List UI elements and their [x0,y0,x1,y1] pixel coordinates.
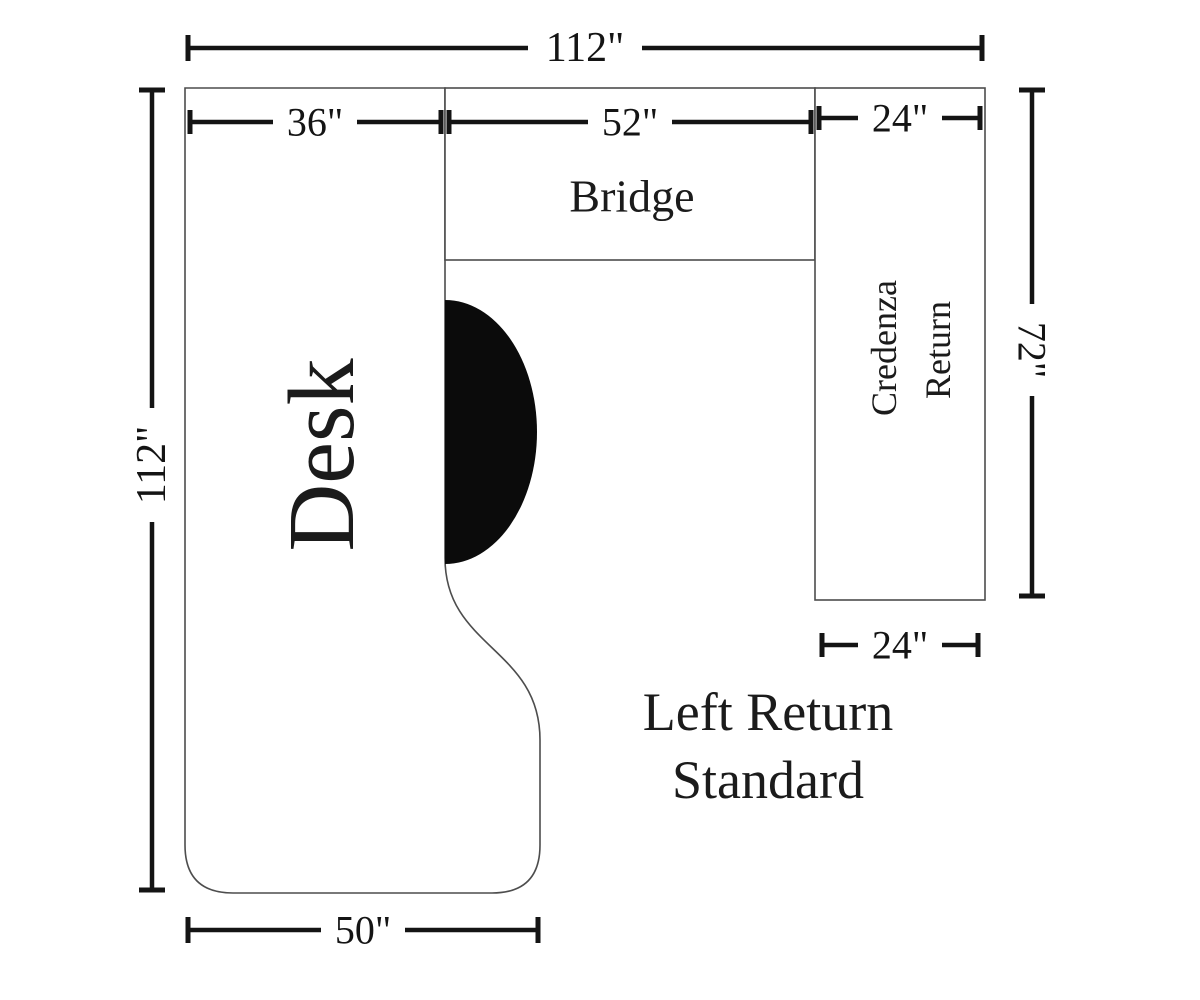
dim-overall-depth-label: 112" [129,426,175,505]
dim-desk-bottom-width-label: 50" [335,908,391,953]
credenza-label-line1: Credenza [864,280,904,416]
product-title-line1: Left Return [643,682,893,742]
dim-overall-width-mask [528,26,642,70]
desk-outline [184,87,541,894]
dim-desk-top-width-mask [273,100,357,142]
dim-credenza-depth-top-mask [858,96,942,138]
dim-credenza-length-label: 72" [1010,322,1055,378]
dim-bridge-span-label: 52" [602,100,658,145]
dim-overall-depth-mask [130,408,174,522]
dim-overall-width-label: 112" [546,25,625,71]
dim-desk-bottom-width: 50" [185,908,541,953]
credenza-outline [814,87,986,601]
dim-bridge-span-mask [588,100,672,142]
bridge-label: Bridge [569,171,694,222]
desk-label: Desk [270,358,374,551]
user-cutout-shape [445,300,537,564]
dim-overall-depth: 112" [129,87,175,893]
dim-credenza-depth-bottom: 24" [819,623,981,668]
dim-credenza-depth-bottom-mask [858,623,942,665]
dim-credenza-length: 72" [1010,87,1055,599]
dim-credenza-depth-top: 24" [816,96,983,141]
product-title-line2: Standard [672,750,864,810]
dim-credenza-depth-top-label: 24" [872,96,928,141]
credenza-label-line2: Return [918,301,958,399]
dim-desk-top-width: 36" [187,100,444,145]
dim-overall-width: 112" [185,25,985,71]
dim-credenza-length-mask [1010,304,1054,396]
dim-bridge-span: 52" [446,100,814,145]
dim-desk-bottom-width-mask [321,908,405,950]
dim-credenza-depth-bottom-label: 24" [872,623,928,668]
dim-desk-top-width-label: 36" [287,100,343,145]
